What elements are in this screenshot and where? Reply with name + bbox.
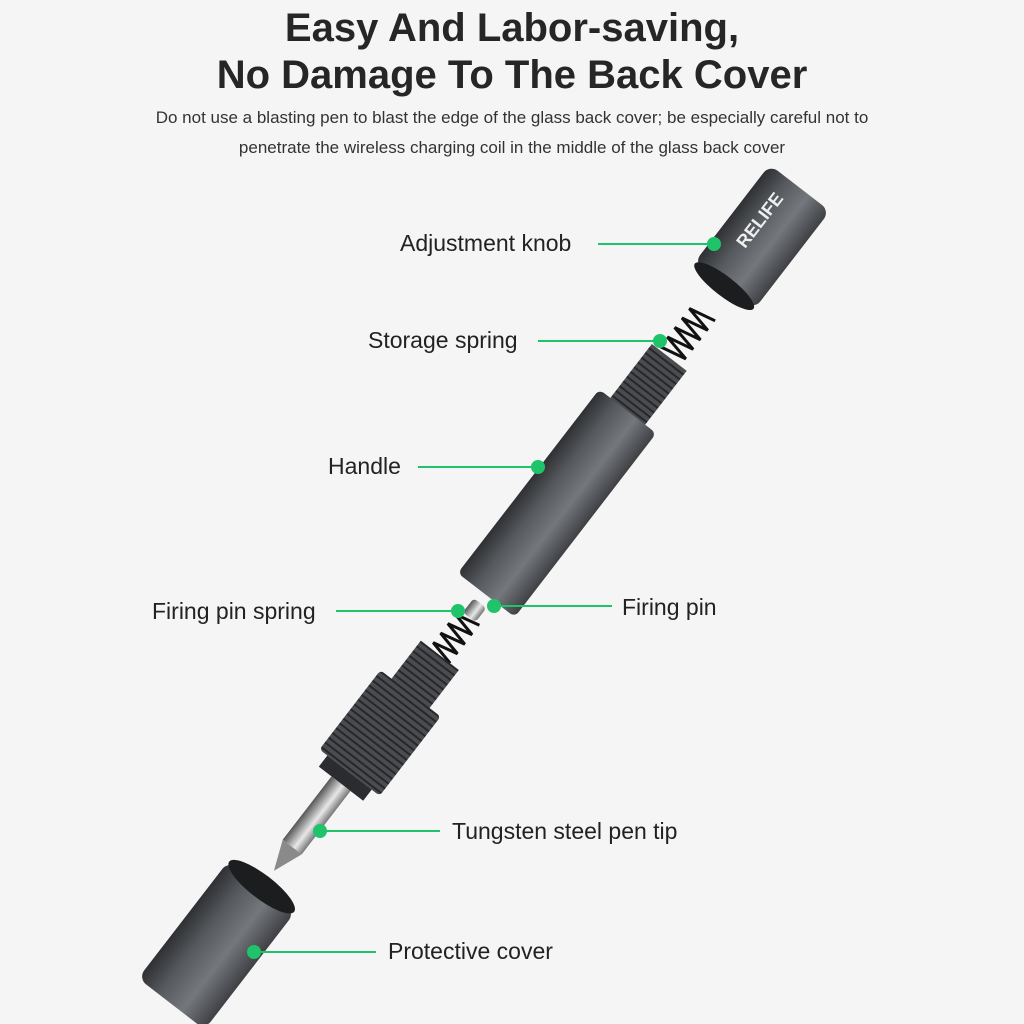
knurled-nut <box>321 671 440 795</box>
label-firing-pin-spring: Firing pin spring <box>152 598 316 624</box>
title-line-1: Easy And Labor-saving, <box>284 6 740 50</box>
label-handle: Handle <box>328 453 401 479</box>
adjustment-knob: RELIFE <box>694 168 826 311</box>
subtitle-line-2: penetrate the wireless charging coil in … <box>238 138 786 157</box>
handle-thread <box>609 344 687 427</box>
subtitle-line-1: Do not use a blasting pen to blast the e… <box>155 108 869 127</box>
label-protective-cover: Protective cover <box>388 938 553 964</box>
pen-tip <box>282 776 351 855</box>
label-firing-pin: Firing pin <box>622 594 717 620</box>
label-pen-tip: Tungsten steel pen tip <box>452 818 678 844</box>
handle <box>460 391 654 615</box>
callout-dot <box>707 237 721 251</box>
storage-spring <box>659 307 716 361</box>
protective-cover <box>142 859 295 1024</box>
firing-pin <box>464 599 485 621</box>
firing-pin-spring <box>432 612 481 665</box>
label-storage-spring: Storage spring <box>368 327 518 353</box>
title-line-2: No Damage To The Back Cover <box>216 53 808 97</box>
label-adjustment-knob: Adjustment knob <box>400 230 572 256</box>
